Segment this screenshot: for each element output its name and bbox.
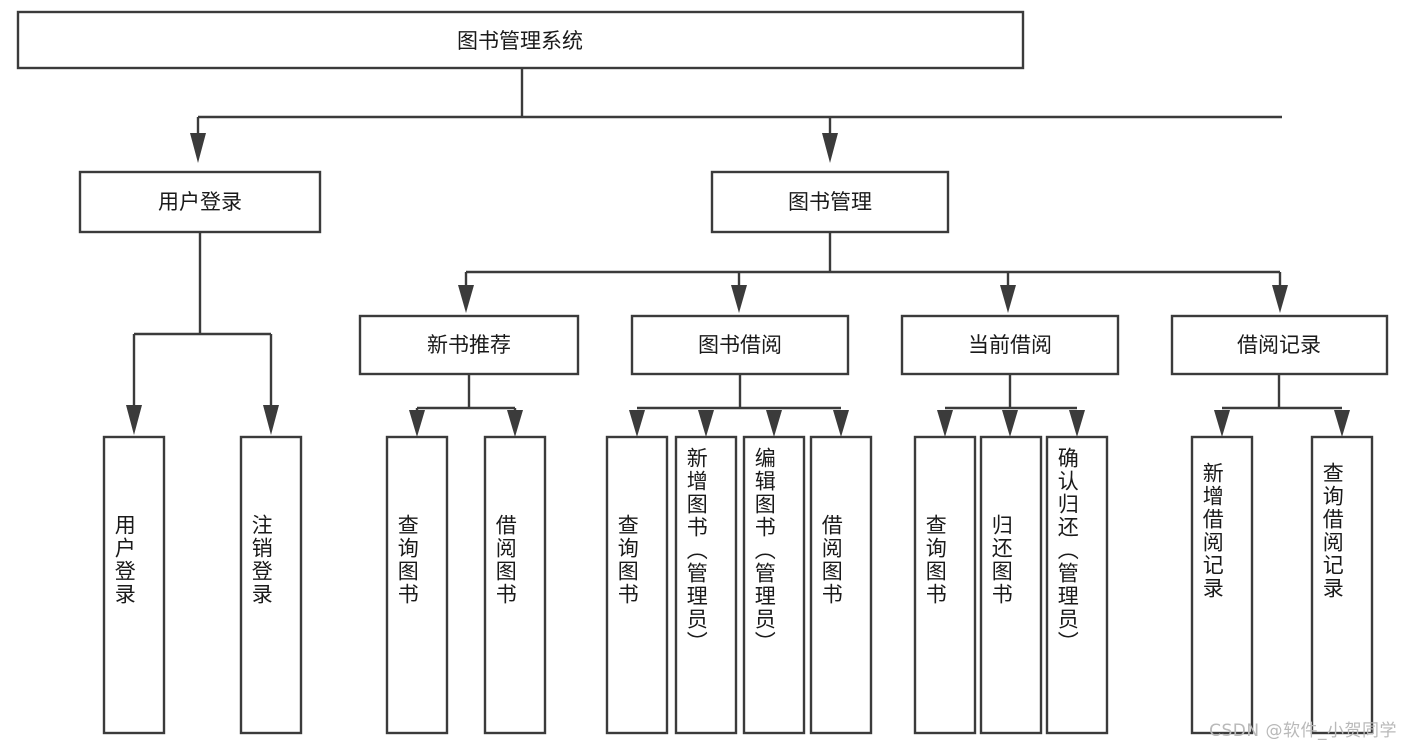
- node-borrow-record[interactable]: 借阅记录: [1170, 314, 1389, 376]
- node-book-borrow-label: 图书借阅: [698, 333, 782, 357]
- node-book-borrow[interactable]: 图书借阅: [630, 314, 850, 376]
- arrowhead-cb-leaf2: [1002, 410, 1018, 437]
- leaf-box-bb-borrow-book[interactable]: [809, 435, 873, 735]
- node-book-manage[interactable]: 图书管理: [710, 170, 950, 234]
- arrowhead-user-login: [190, 133, 206, 163]
- node-book-manage-label: 图书管理: [788, 190, 872, 214]
- leaf-box-nb-query-book[interactable]: [385, 435, 449, 735]
- arrowhead-borrow-record: [1272, 285, 1288, 313]
- arrowhead-book-manage: [822, 133, 838, 163]
- node-new-book-box: [358, 314, 580, 376]
- arrowhead-leaf-logout: [263, 405, 279, 435]
- node-new-book[interactable]: 新书推荐: [358, 314, 580, 376]
- leaf-box-br-add-record[interactable]: [1190, 435, 1254, 735]
- leaf-box-cb-query-book[interactable]: [913, 435, 977, 735]
- arrowhead-bb-leaf1: [629, 410, 645, 437]
- node-current-borrow[interactable]: 当前借阅: [900, 314, 1120, 376]
- node-current-borrow-box: [900, 314, 1120, 376]
- arrowhead-nb-leaf1: [409, 410, 425, 437]
- csdn-watermark: CSDN @软件_小贺同学: [1209, 721, 1397, 741]
- leaf-box-nb-borrow-book[interactable]: [483, 435, 547, 735]
- node-book-manage-box: [710, 170, 950, 234]
- leaf-box-logout[interactable]: [239, 435, 303, 735]
- node-user-login[interactable]: 用户登录: [78, 170, 322, 234]
- arrowhead-current-borrow: [1000, 285, 1016, 313]
- node-root-box: [16, 10, 1025, 70]
- leaf-box-bb-add-book[interactable]: [674, 435, 738, 735]
- node-borrow-record-label: 借阅记录: [1237, 333, 1321, 357]
- node-root-label: 图书管理系统: [457, 29, 583, 53]
- arrowhead-bb-leaf4: [833, 410, 849, 437]
- arrowhead-br-leaf2: [1334, 410, 1350, 437]
- arrowhead-bb-leaf2: [698, 410, 714, 437]
- leaf-box-user-login[interactable]: [102, 435, 166, 735]
- leaf-box-br-query-record[interactable]: [1310, 435, 1374, 735]
- leaf-box-bb-query-book[interactable]: [605, 435, 669, 735]
- arrowhead-br-leaf1: [1214, 410, 1230, 437]
- arrowhead-cb-leaf3: [1069, 410, 1085, 437]
- arrowhead-bb-leaf3: [766, 410, 782, 437]
- arrowhead-new-book: [458, 285, 474, 313]
- arrowhead-leaf-user-login: [126, 405, 142, 435]
- leaf-box-bb-edit-book[interactable]: [742, 435, 806, 735]
- node-current-borrow-label: 当前借阅: [968, 333, 1052, 357]
- leaf-box-cb-return-book[interactable]: [979, 435, 1043, 735]
- node-new-book-label: 新书推荐: [427, 333, 511, 357]
- arrowhead-cb-leaf1: [937, 410, 953, 437]
- node-borrow-record-box: [1170, 314, 1389, 376]
- node-book-borrow-box: [630, 314, 850, 376]
- node-root[interactable]: 图书管理系统: [16, 10, 1025, 70]
- leaf-box-cb-confirm-return[interactable]: [1045, 435, 1109, 735]
- node-user-login-label: 用户登录: [158, 190, 242, 214]
- arrowhead-nb-leaf2: [507, 410, 523, 437]
- arrowhead-book-borrow: [731, 285, 747, 313]
